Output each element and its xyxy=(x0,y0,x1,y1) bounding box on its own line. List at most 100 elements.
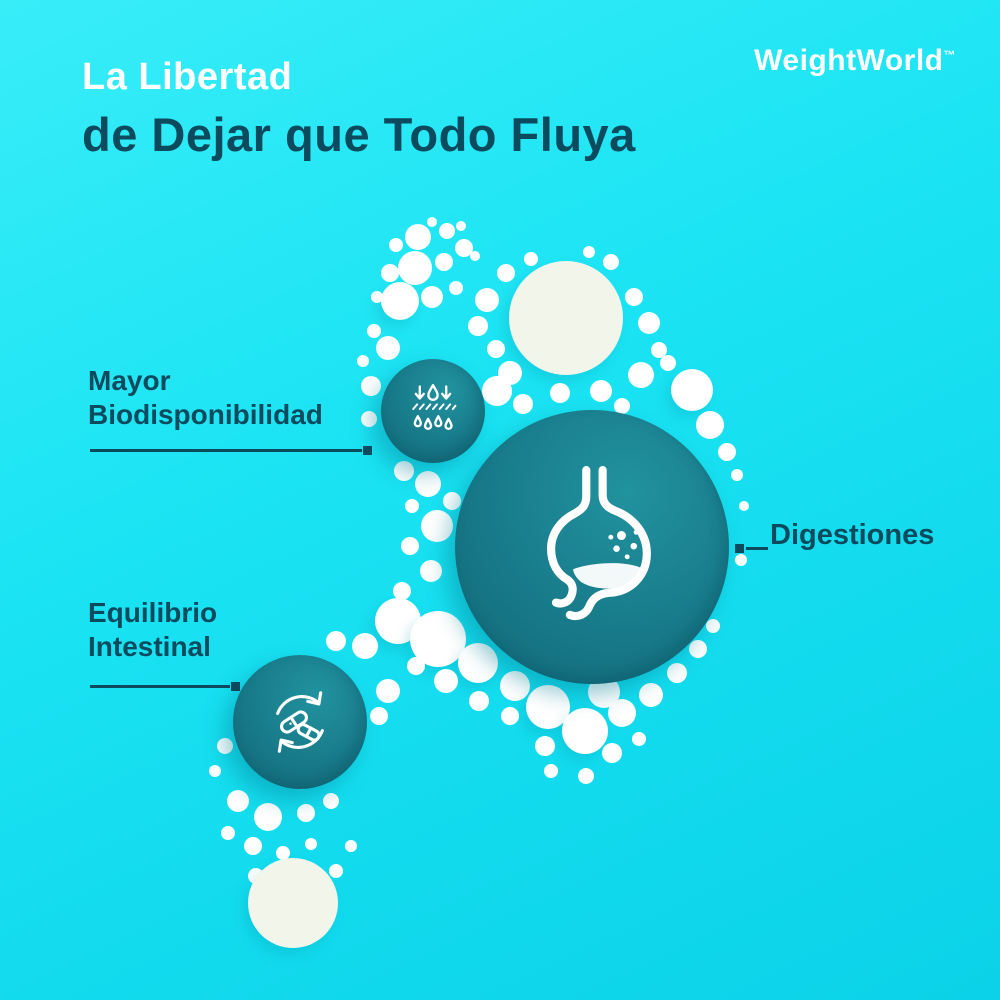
bubble xyxy=(370,707,388,725)
bubble xyxy=(401,537,419,555)
bubble xyxy=(449,281,463,295)
bubble xyxy=(603,254,619,270)
bubble xyxy=(248,858,338,948)
bubble xyxy=(739,501,749,511)
bubble xyxy=(361,376,381,396)
bubble xyxy=(323,793,339,809)
bubble xyxy=(357,355,369,367)
bubble xyxy=(614,398,630,414)
bubble xyxy=(469,691,489,711)
digestion-circle xyxy=(455,410,729,684)
callout-intestinal-line2: Intestinal xyxy=(88,631,211,663)
bubble xyxy=(509,261,623,375)
bubble xyxy=(376,679,400,703)
bubble xyxy=(297,804,315,822)
bubble xyxy=(415,471,441,497)
bubble xyxy=(501,707,519,725)
bubble xyxy=(439,223,455,239)
bubble xyxy=(513,394,533,414)
bubble xyxy=(497,264,515,282)
bubble xyxy=(427,217,437,227)
bubble xyxy=(455,239,473,257)
bubble xyxy=(456,221,466,231)
bubble xyxy=(405,499,419,513)
bubble xyxy=(329,864,343,878)
bubble xyxy=(421,286,443,308)
callout-bioavailability-line2: Biodisponibilidad xyxy=(88,399,323,431)
bubble xyxy=(660,355,676,371)
bubble xyxy=(435,253,453,271)
intestinal-balance-circle xyxy=(233,655,367,789)
bubble xyxy=(731,469,743,481)
callout-bioavailability: Mayor Biodisponibilidad xyxy=(88,364,323,432)
bubble xyxy=(276,846,290,860)
bubble xyxy=(352,633,378,659)
bubble xyxy=(689,640,707,658)
bubble xyxy=(407,657,425,675)
bubble xyxy=(578,768,594,784)
bubble xyxy=(718,443,736,461)
bubble xyxy=(544,764,558,778)
bubble xyxy=(535,736,555,756)
bubble xyxy=(227,790,249,812)
callout-intestinal: Equilibrio Intestinal xyxy=(88,596,217,664)
bubble xyxy=(381,282,419,320)
bubble xyxy=(470,251,480,261)
absorption-icon xyxy=(412,384,457,430)
bubble xyxy=(405,224,431,250)
bubble xyxy=(638,312,660,334)
callout-intestinal-line1: Equilibrio xyxy=(88,597,218,628)
headline: La Libertad de Dejar que Todo Fluya xyxy=(82,56,636,162)
bubble xyxy=(583,246,595,258)
probiotics-icon xyxy=(276,691,324,753)
bubble xyxy=(443,492,461,510)
bubble xyxy=(345,840,357,852)
bubble xyxy=(602,743,622,763)
bubble xyxy=(500,671,530,701)
bubble xyxy=(217,738,233,754)
stomach-icon xyxy=(547,466,651,621)
bubble xyxy=(398,251,432,285)
bioavailability-circle xyxy=(381,359,485,463)
callout-line-bioavailability xyxy=(90,446,372,455)
bubble xyxy=(371,291,383,303)
callout-bioavailability-line1: Mayor xyxy=(88,365,171,396)
bubble xyxy=(381,264,399,282)
brand-logo-text: WeightWorld xyxy=(754,44,944,77)
bubble xyxy=(590,380,612,402)
bubble xyxy=(475,288,499,312)
bubble xyxy=(420,560,442,582)
bubble xyxy=(389,238,403,252)
bubble xyxy=(376,336,400,360)
bubble xyxy=(706,619,720,633)
bubble xyxy=(628,362,654,388)
bubble xyxy=(326,631,346,651)
bubble xyxy=(305,838,317,850)
bubble xyxy=(651,342,667,358)
bubble xyxy=(482,376,512,406)
bubble xyxy=(735,554,747,566)
bubble xyxy=(487,340,505,358)
callout-line-intestinal xyxy=(90,682,240,691)
bubble xyxy=(562,708,608,754)
bubble xyxy=(550,383,570,403)
callout-digestion: Digestiones xyxy=(770,519,935,551)
bubble xyxy=(632,732,646,746)
headline-line1: La Libertad xyxy=(82,56,293,98)
callout-line-digestion xyxy=(735,544,768,553)
bubble xyxy=(667,663,687,683)
bubble xyxy=(639,683,663,707)
bubble xyxy=(458,643,498,683)
bubble xyxy=(524,252,538,266)
bubble xyxy=(361,411,377,427)
bubble xyxy=(254,803,282,831)
trademark-symbol: ™ xyxy=(943,48,956,62)
bubble xyxy=(671,369,713,411)
bubble xyxy=(434,669,458,693)
bubble xyxy=(421,510,453,542)
bubble xyxy=(696,411,724,439)
bubble xyxy=(244,837,262,855)
bubble xyxy=(468,316,488,336)
